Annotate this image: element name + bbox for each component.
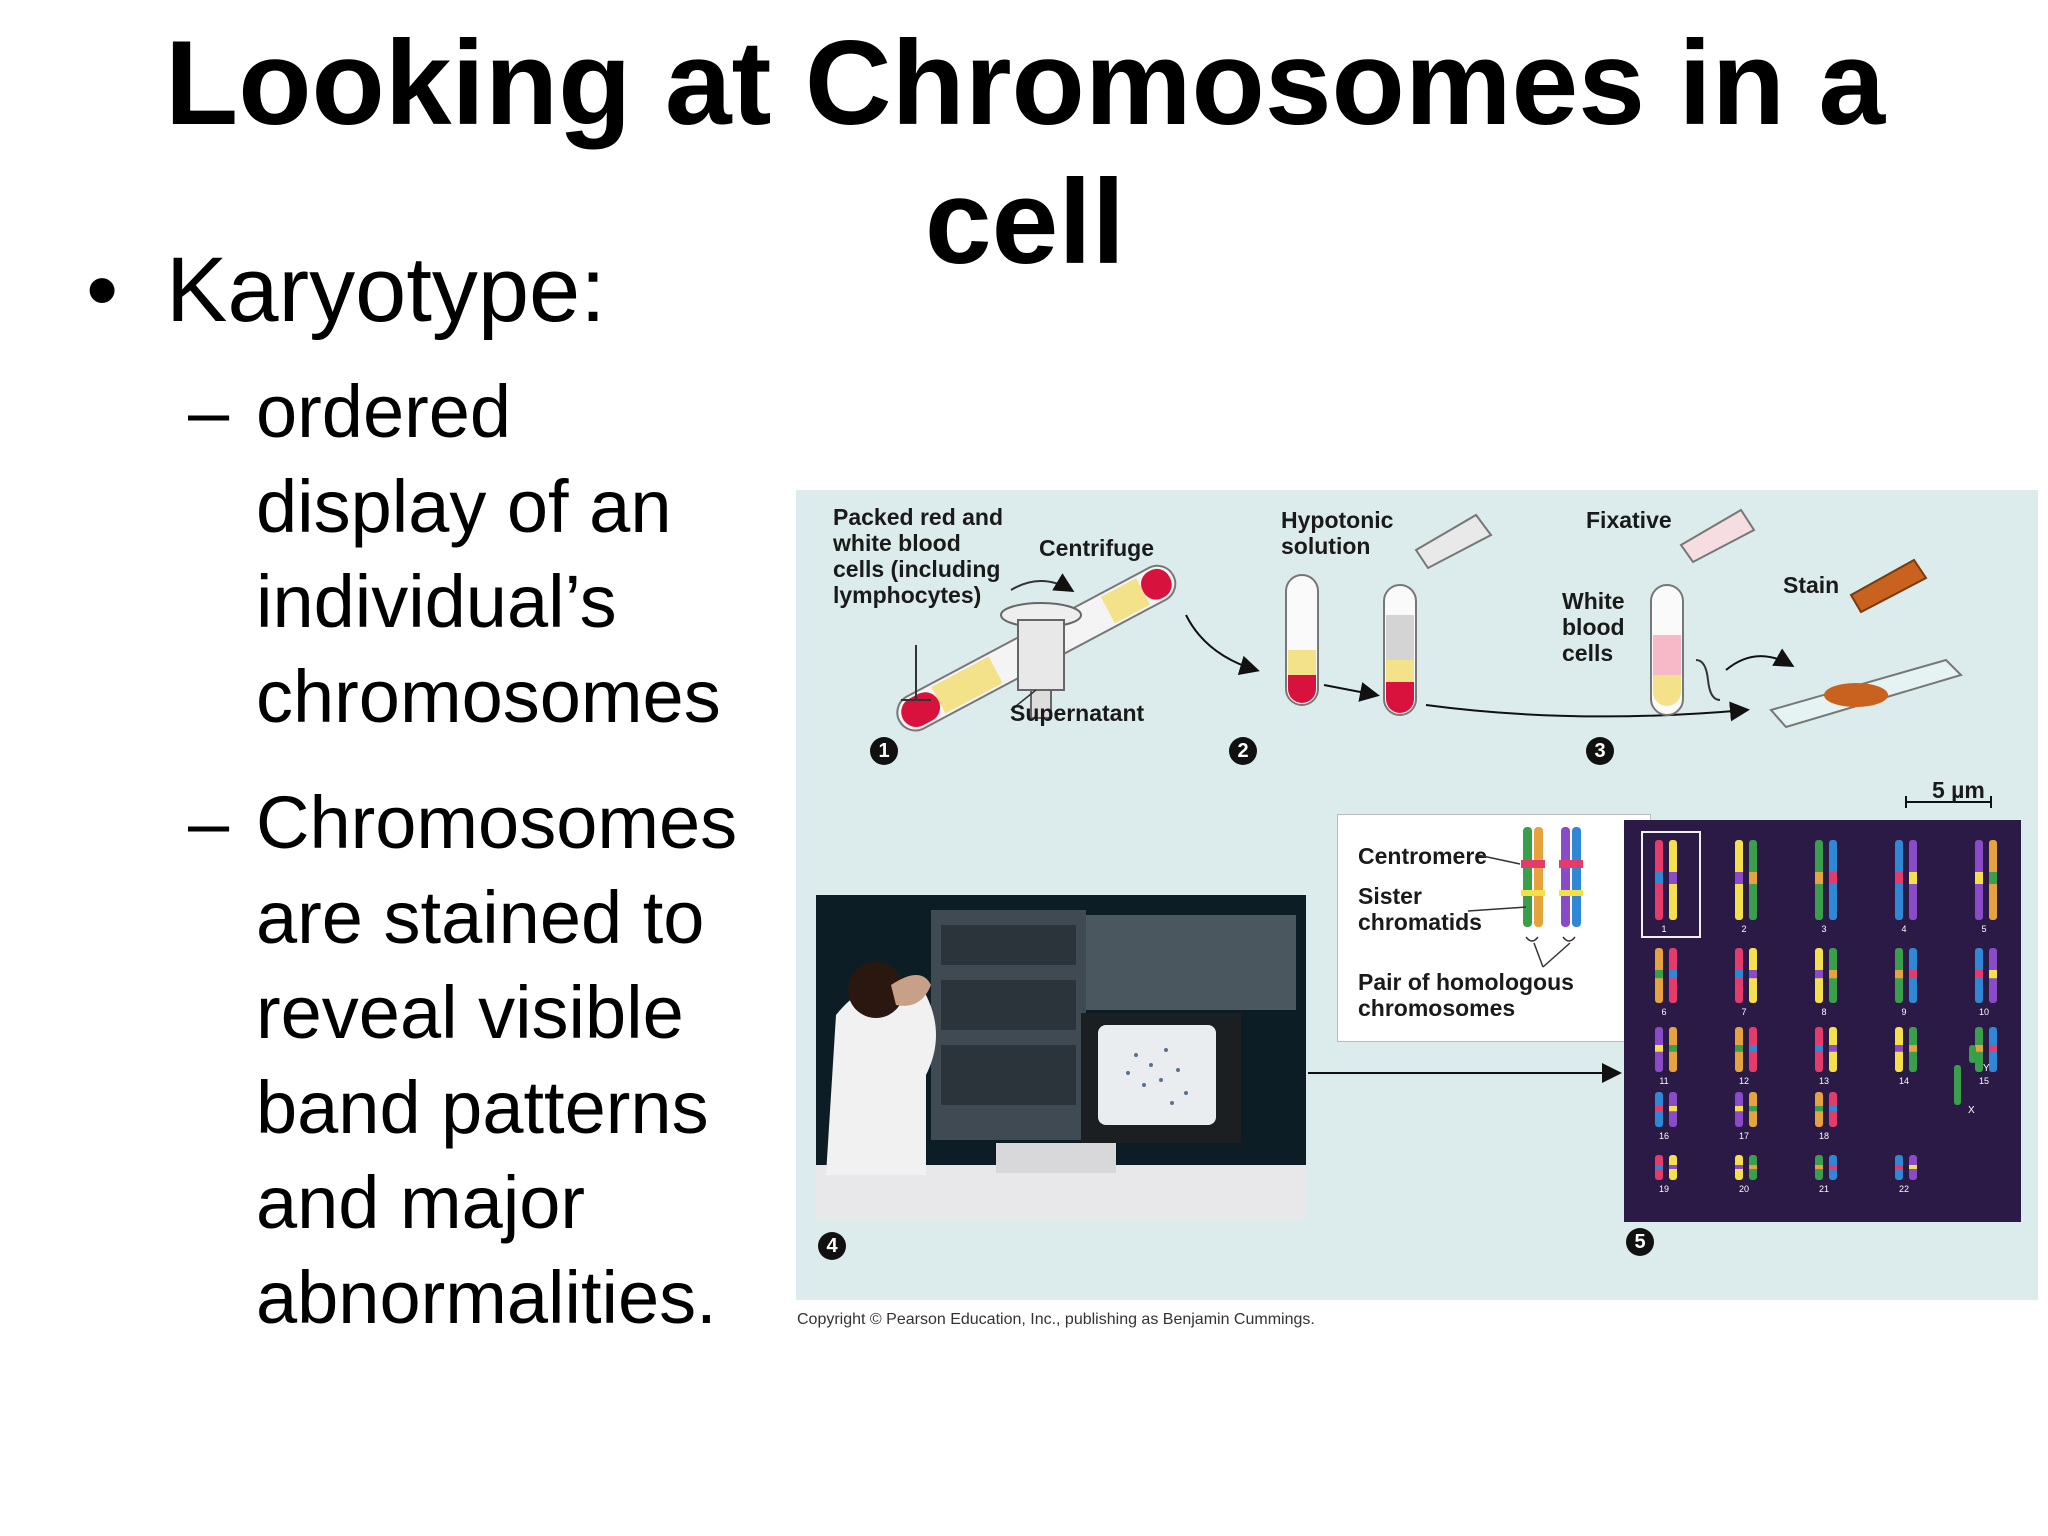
chromosome-pair [1815, 948, 1837, 1003]
bullet-karyotype: • Karyotype: [86, 240, 606, 340]
chromosome-number: 14 [1899, 1076, 1909, 1086]
chromosome-pair [1815, 1027, 1837, 1072]
chromosome-pair [1655, 840, 1677, 920]
label-hypotonic: Hypotonic solution [1281, 507, 1394, 559]
highlight-box [1641, 831, 1701, 938]
step-number: 5 [1626, 1228, 1654, 1256]
hypotonic-tubes-illustration [1285, 513, 1750, 722]
sub-bullet-marker: – [188, 781, 230, 864]
label-supernatant: Supernatant [1010, 700, 1145, 726]
chromosome-pair [1815, 840, 1837, 920]
label-fixative: Fixative [1586, 507, 1672, 533]
chromosome-pair [1895, 1027, 1917, 1072]
chromosome-number: 2 [1741, 924, 1746, 934]
chromosome-number: 4 [1901, 924, 1906, 934]
procedure-illustration [896, 508, 1992, 1083]
label-scale: 5 µm [1932, 777, 1985, 803]
chromosome-pair-icon [1467, 827, 1583, 968]
chromosome-number: 19 [1659, 1184, 1669, 1194]
chromosome-number: 7 [1741, 1007, 1746, 1017]
chromosome-number: 9 [1901, 1007, 1906, 1017]
chromosome-number: 20 [1739, 1184, 1749, 1194]
chromosome-pair [1975, 840, 1997, 920]
sex-chromosome [1954, 1065, 1961, 1105]
centrifuge-tube-illustration [896, 564, 1260, 732]
chromosome-number: 15 [1979, 1076, 1989, 1086]
bullet-text: Karyotype: [166, 239, 606, 341]
fixative-stain-illustration [1650, 508, 1992, 808]
sex-chromosome [1969, 1045, 1976, 1063]
copyright-notice: Copyright © Pearson Education, Inc., pub… [797, 1311, 1315, 1328]
sub-bullet-marker: – [188, 370, 230, 453]
chromosome-pair [1735, 1155, 1757, 1180]
step-number: 4 [818, 1232, 846, 1260]
chromosome-pair [1655, 1027, 1677, 1072]
technician-microscope-photo [816, 895, 1306, 1220]
label-centromere: Centromere [1358, 843, 1488, 869]
chromosome-pair [1895, 840, 1917, 920]
karyotype-procedure-figure: Packed red and white blood cells (includ… [796, 490, 2038, 1300]
chromosome-number: 8 [1821, 1007, 1826, 1017]
label-homologous-pair: Pair of homologous chromosomes [1358, 969, 1574, 1021]
chromosome-number: 6 [1661, 1007, 1666, 1017]
sub-bullet-text: Chromosomes are stained to reveal visibl… [256, 781, 738, 1339]
chromosome-pair [1975, 1027, 1997, 1072]
chromosome-number: Y [1983, 1063, 1990, 1074]
label-packed-cells: Packed red and white blood cells (includ… [833, 504, 1004, 608]
chromosome-pair [1895, 1155, 1917, 1180]
chromosome-number: 1 [1661, 924, 1666, 934]
sub-bullet-ordered-display: – ordered display of an individual’s chr… [188, 364, 721, 744]
step-number: 2 [1229, 737, 1257, 765]
label-stain: Stain [1783, 572, 1840, 598]
slide-title: Looking at Chromosomes in a cell [164, 16, 1886, 289]
chromosome-pair [1975, 948, 1997, 1003]
sub-bullet-text: ordered display of an individual’s chrom… [256, 370, 721, 738]
chromosome-number: 21 [1819, 1184, 1829, 1194]
chromosome-number: 18 [1819, 1131, 1829, 1141]
chromosome-number: 5 [1981, 924, 1986, 934]
lab-photo [816, 895, 1306, 1220]
chromosome-pair [1815, 1155, 1837, 1180]
chromosome-pair [1735, 840, 1757, 920]
chromosome-number: 17 [1739, 1131, 1749, 1141]
chromosome-pair [1815, 1092, 1837, 1127]
chromosome-pair [1735, 948, 1757, 1003]
label-centrifuge: Centrifuge [1039, 535, 1154, 561]
step-number: 3 [1586, 737, 1614, 765]
chromosome-pair [1735, 1092, 1757, 1127]
step-number: 1 [870, 737, 898, 765]
chromosome-pair [1655, 948, 1677, 1003]
chromosome-number: 11 [1659, 1076, 1668, 1086]
chromosome-pair [1655, 1155, 1677, 1180]
chromosome-number: 16 [1659, 1131, 1669, 1141]
label-sister-chromatids: Sister chromatids [1358, 883, 1482, 935]
chromosome-pair [1735, 1027, 1757, 1072]
chromosome-number: 10 [1979, 1007, 1989, 1017]
chromosome-number: 3 [1821, 924, 1826, 934]
chromosome-number: 12 [1739, 1076, 1749, 1086]
chromosome-number: 13 [1819, 1076, 1829, 1086]
chromosome-number: 22 [1899, 1184, 1909, 1194]
chromosome-legend: Centromere Sister chromatids Pair of hom… [1337, 814, 1651, 1042]
chromosome-number: X [1968, 1105, 1975, 1116]
chromosome-pair [1655, 1092, 1677, 1127]
chromosome-pair [1895, 948, 1917, 1003]
sub-bullet-stained: – Chromosomes are stained to reveal visi… [188, 775, 737, 1345]
bullet-marker: • [86, 239, 119, 341]
label-white-blood-cells: White blood cells [1562, 588, 1625, 666]
